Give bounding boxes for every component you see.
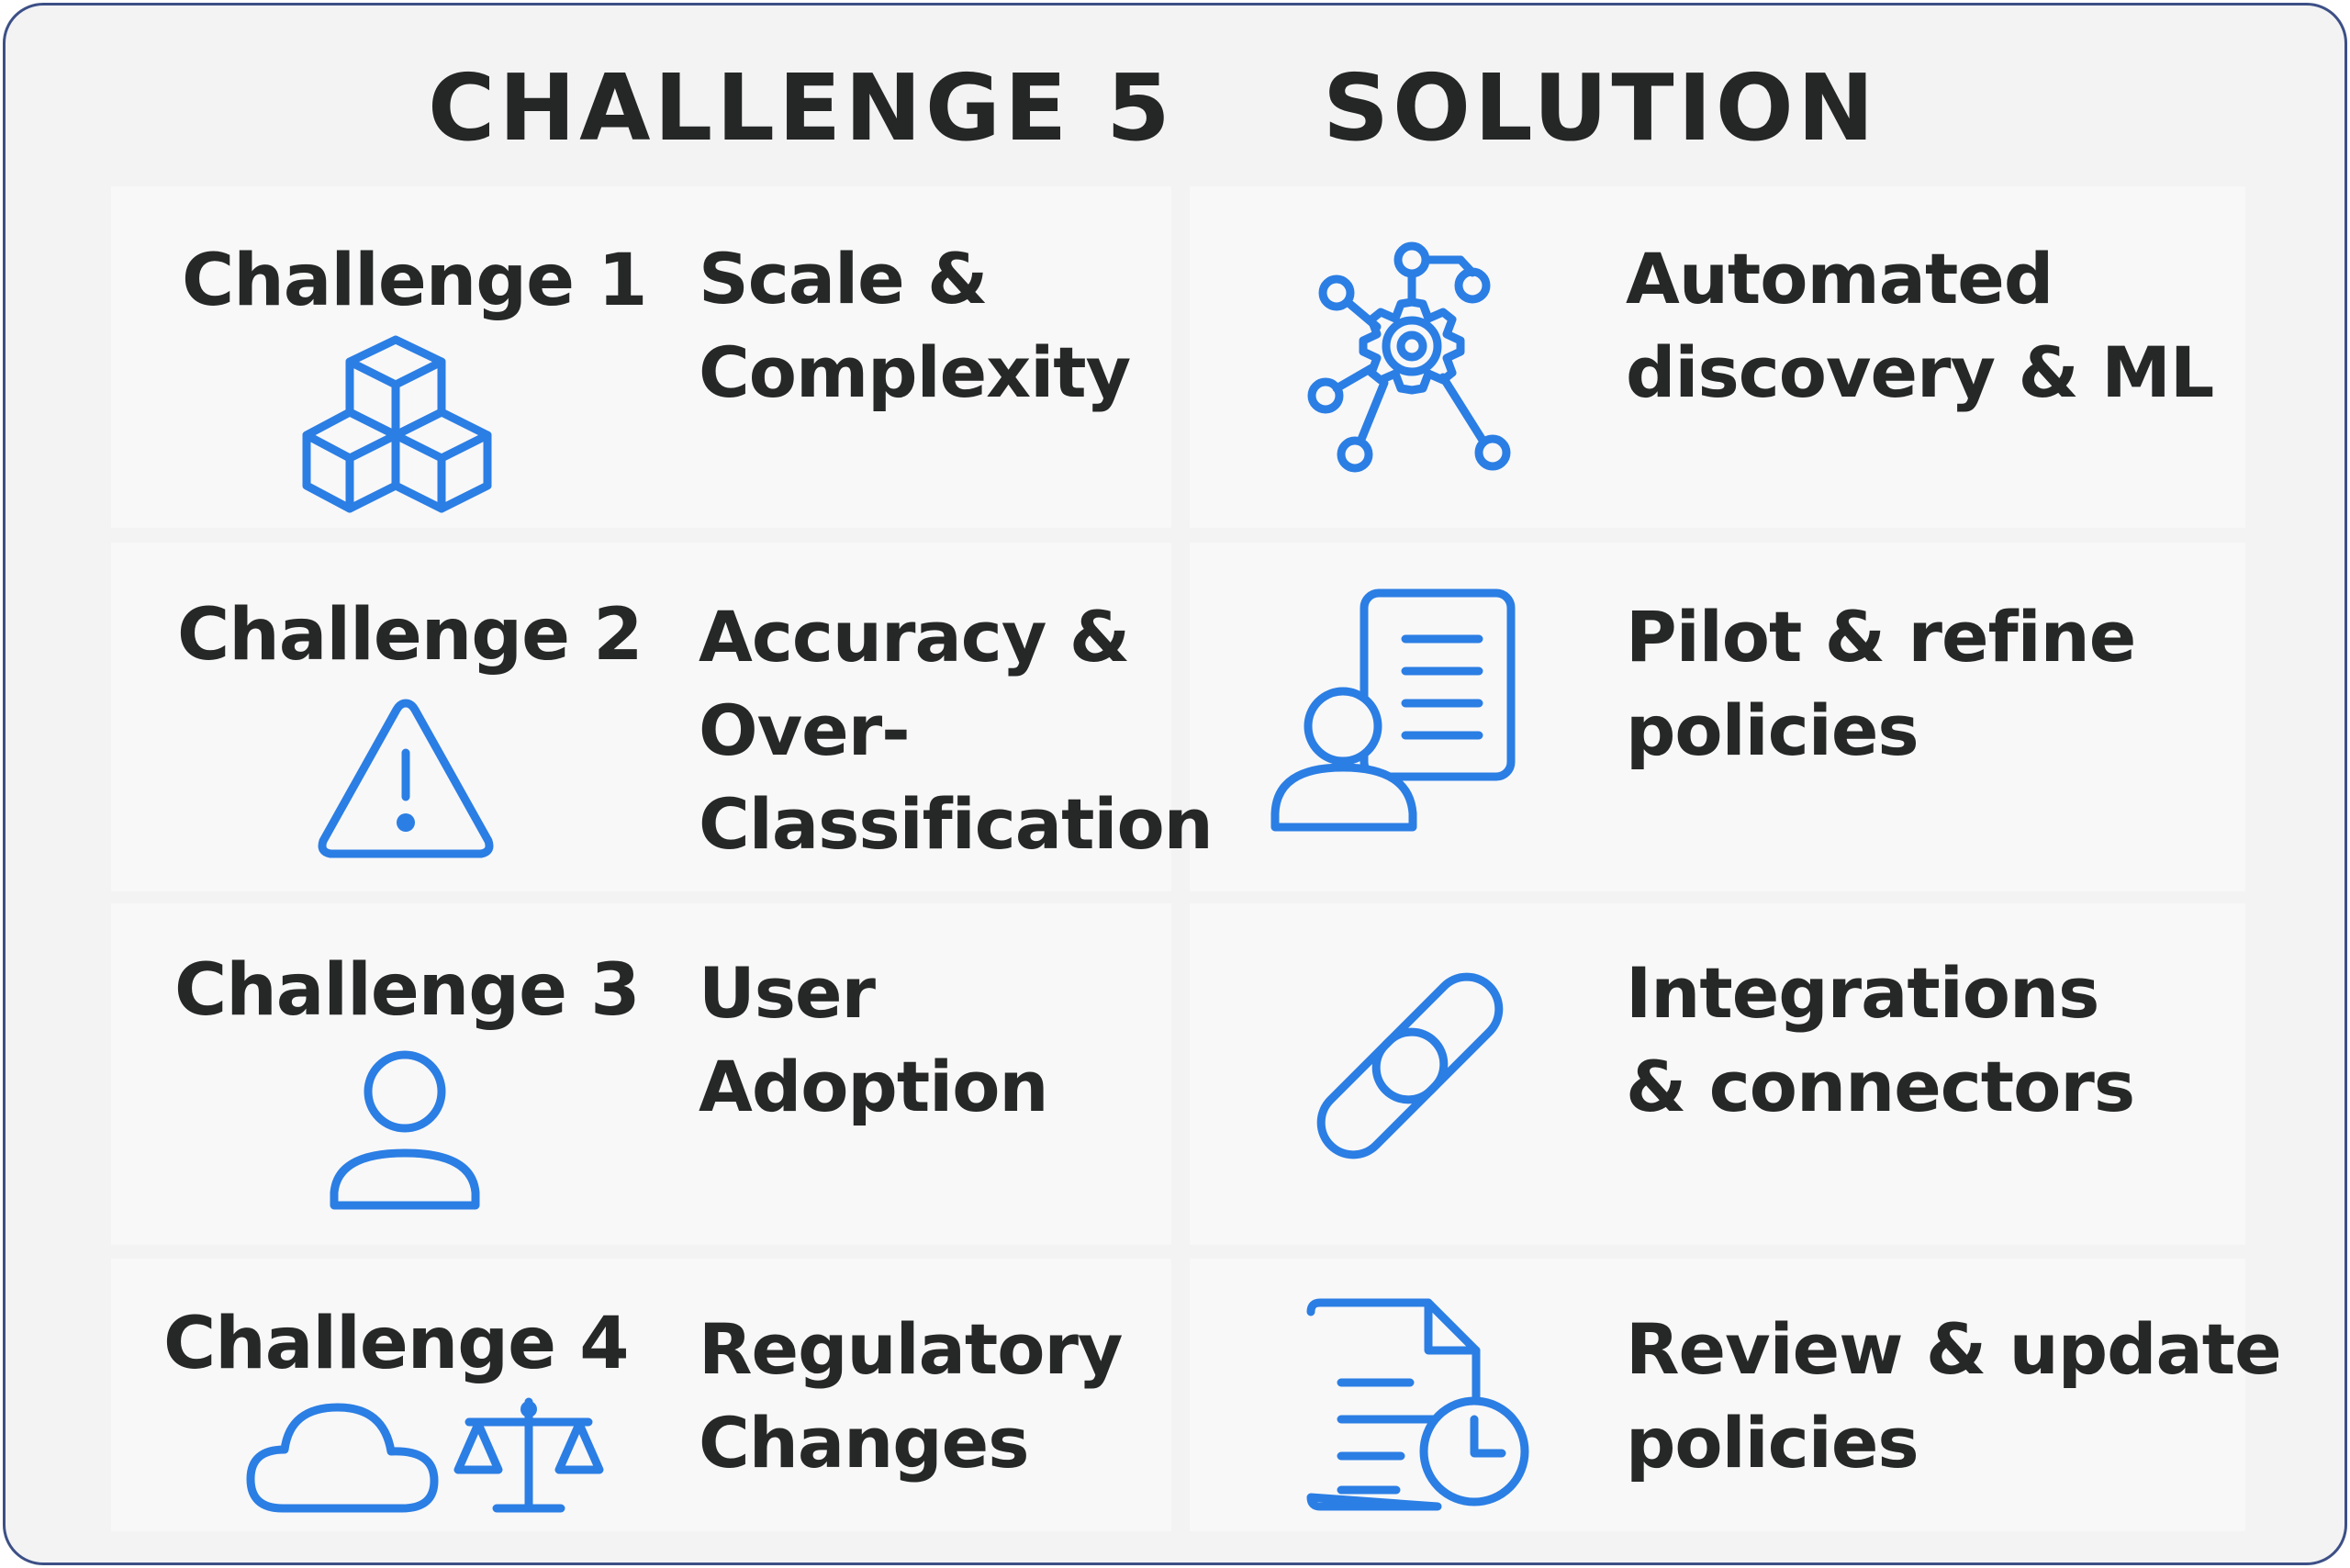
challenge-cell-4 xyxy=(111,1259,1171,1531)
user-document-icon xyxy=(1270,588,1516,832)
solution-line: Automated xyxy=(1626,238,2053,319)
stacked-cubes-icon xyxy=(302,335,492,513)
challenge-label-2: Challenge 2 xyxy=(177,594,643,677)
solution-line: Integrations xyxy=(1626,952,2099,1034)
challenge-cell-3 xyxy=(111,903,1171,1245)
solution-text-2: Pilot & refine policies xyxy=(1626,590,2136,778)
solution-line: Pilot & refine xyxy=(1626,596,2136,678)
challenge-label-4: Challenge 4 xyxy=(163,1303,629,1385)
challenge-label-1: Challenge 1 xyxy=(182,240,647,322)
solution-column-title: SOLUTION xyxy=(1323,54,1878,162)
issue-line: Over- xyxy=(699,689,911,771)
network-gear-icon xyxy=(1307,241,1511,473)
challenge-cell-1 xyxy=(111,186,1171,528)
challenge-issue-4: Regulatory Changes xyxy=(699,1303,1123,1490)
solution-text-4: Review & update policies xyxy=(1626,1303,2282,1490)
issue-line: Changes xyxy=(699,1402,1029,1484)
scales-icon xyxy=(453,1397,604,1513)
solution-cell-3 xyxy=(1190,903,2245,1245)
challenge-issue-3: User Adoption xyxy=(699,946,1049,1134)
cloud-icon xyxy=(246,1403,439,1513)
diagram-frame: CHALLENGE 5 SOLUTION Challenge 1 Scale &… xyxy=(3,3,2347,1565)
issue-line: Classification xyxy=(699,783,1214,865)
solution-line: policies xyxy=(1626,1402,1919,1484)
solution-line: & connectors xyxy=(1626,1046,2135,1127)
solution-line: policies xyxy=(1626,689,1919,771)
challenge-issue-2: Accuracy & Over- Classification xyxy=(699,590,1214,871)
challenge-label-3: Challenge 3 xyxy=(174,949,640,1032)
challenge-issue-1: Scale & Complexity xyxy=(699,232,1131,420)
solution-line: Review & update xyxy=(1626,1308,2282,1390)
chain-link-icon xyxy=(1316,972,1504,1159)
challenge-column-title: CHALLENGE 5 xyxy=(428,54,1174,162)
solution-text-1: Automated discovery & ML xyxy=(1626,232,2214,420)
issue-line: Complexity xyxy=(699,331,1131,413)
user-icon xyxy=(330,1050,480,1210)
warning-triangle-icon xyxy=(318,699,494,858)
issue-line: Scale & xyxy=(699,238,988,319)
issue-line: Accuracy & xyxy=(699,596,1130,678)
issue-line: User xyxy=(699,952,876,1034)
solution-text-3: Integrations & connectors xyxy=(1626,946,2135,1134)
issue-line: Adoption xyxy=(699,1046,1049,1127)
issue-line: Regulatory xyxy=(699,1308,1123,1390)
solution-line: discovery & ML xyxy=(1626,331,2214,413)
challenge-cell-2 xyxy=(111,543,1171,891)
document-clock-icon xyxy=(1306,1298,1529,1511)
